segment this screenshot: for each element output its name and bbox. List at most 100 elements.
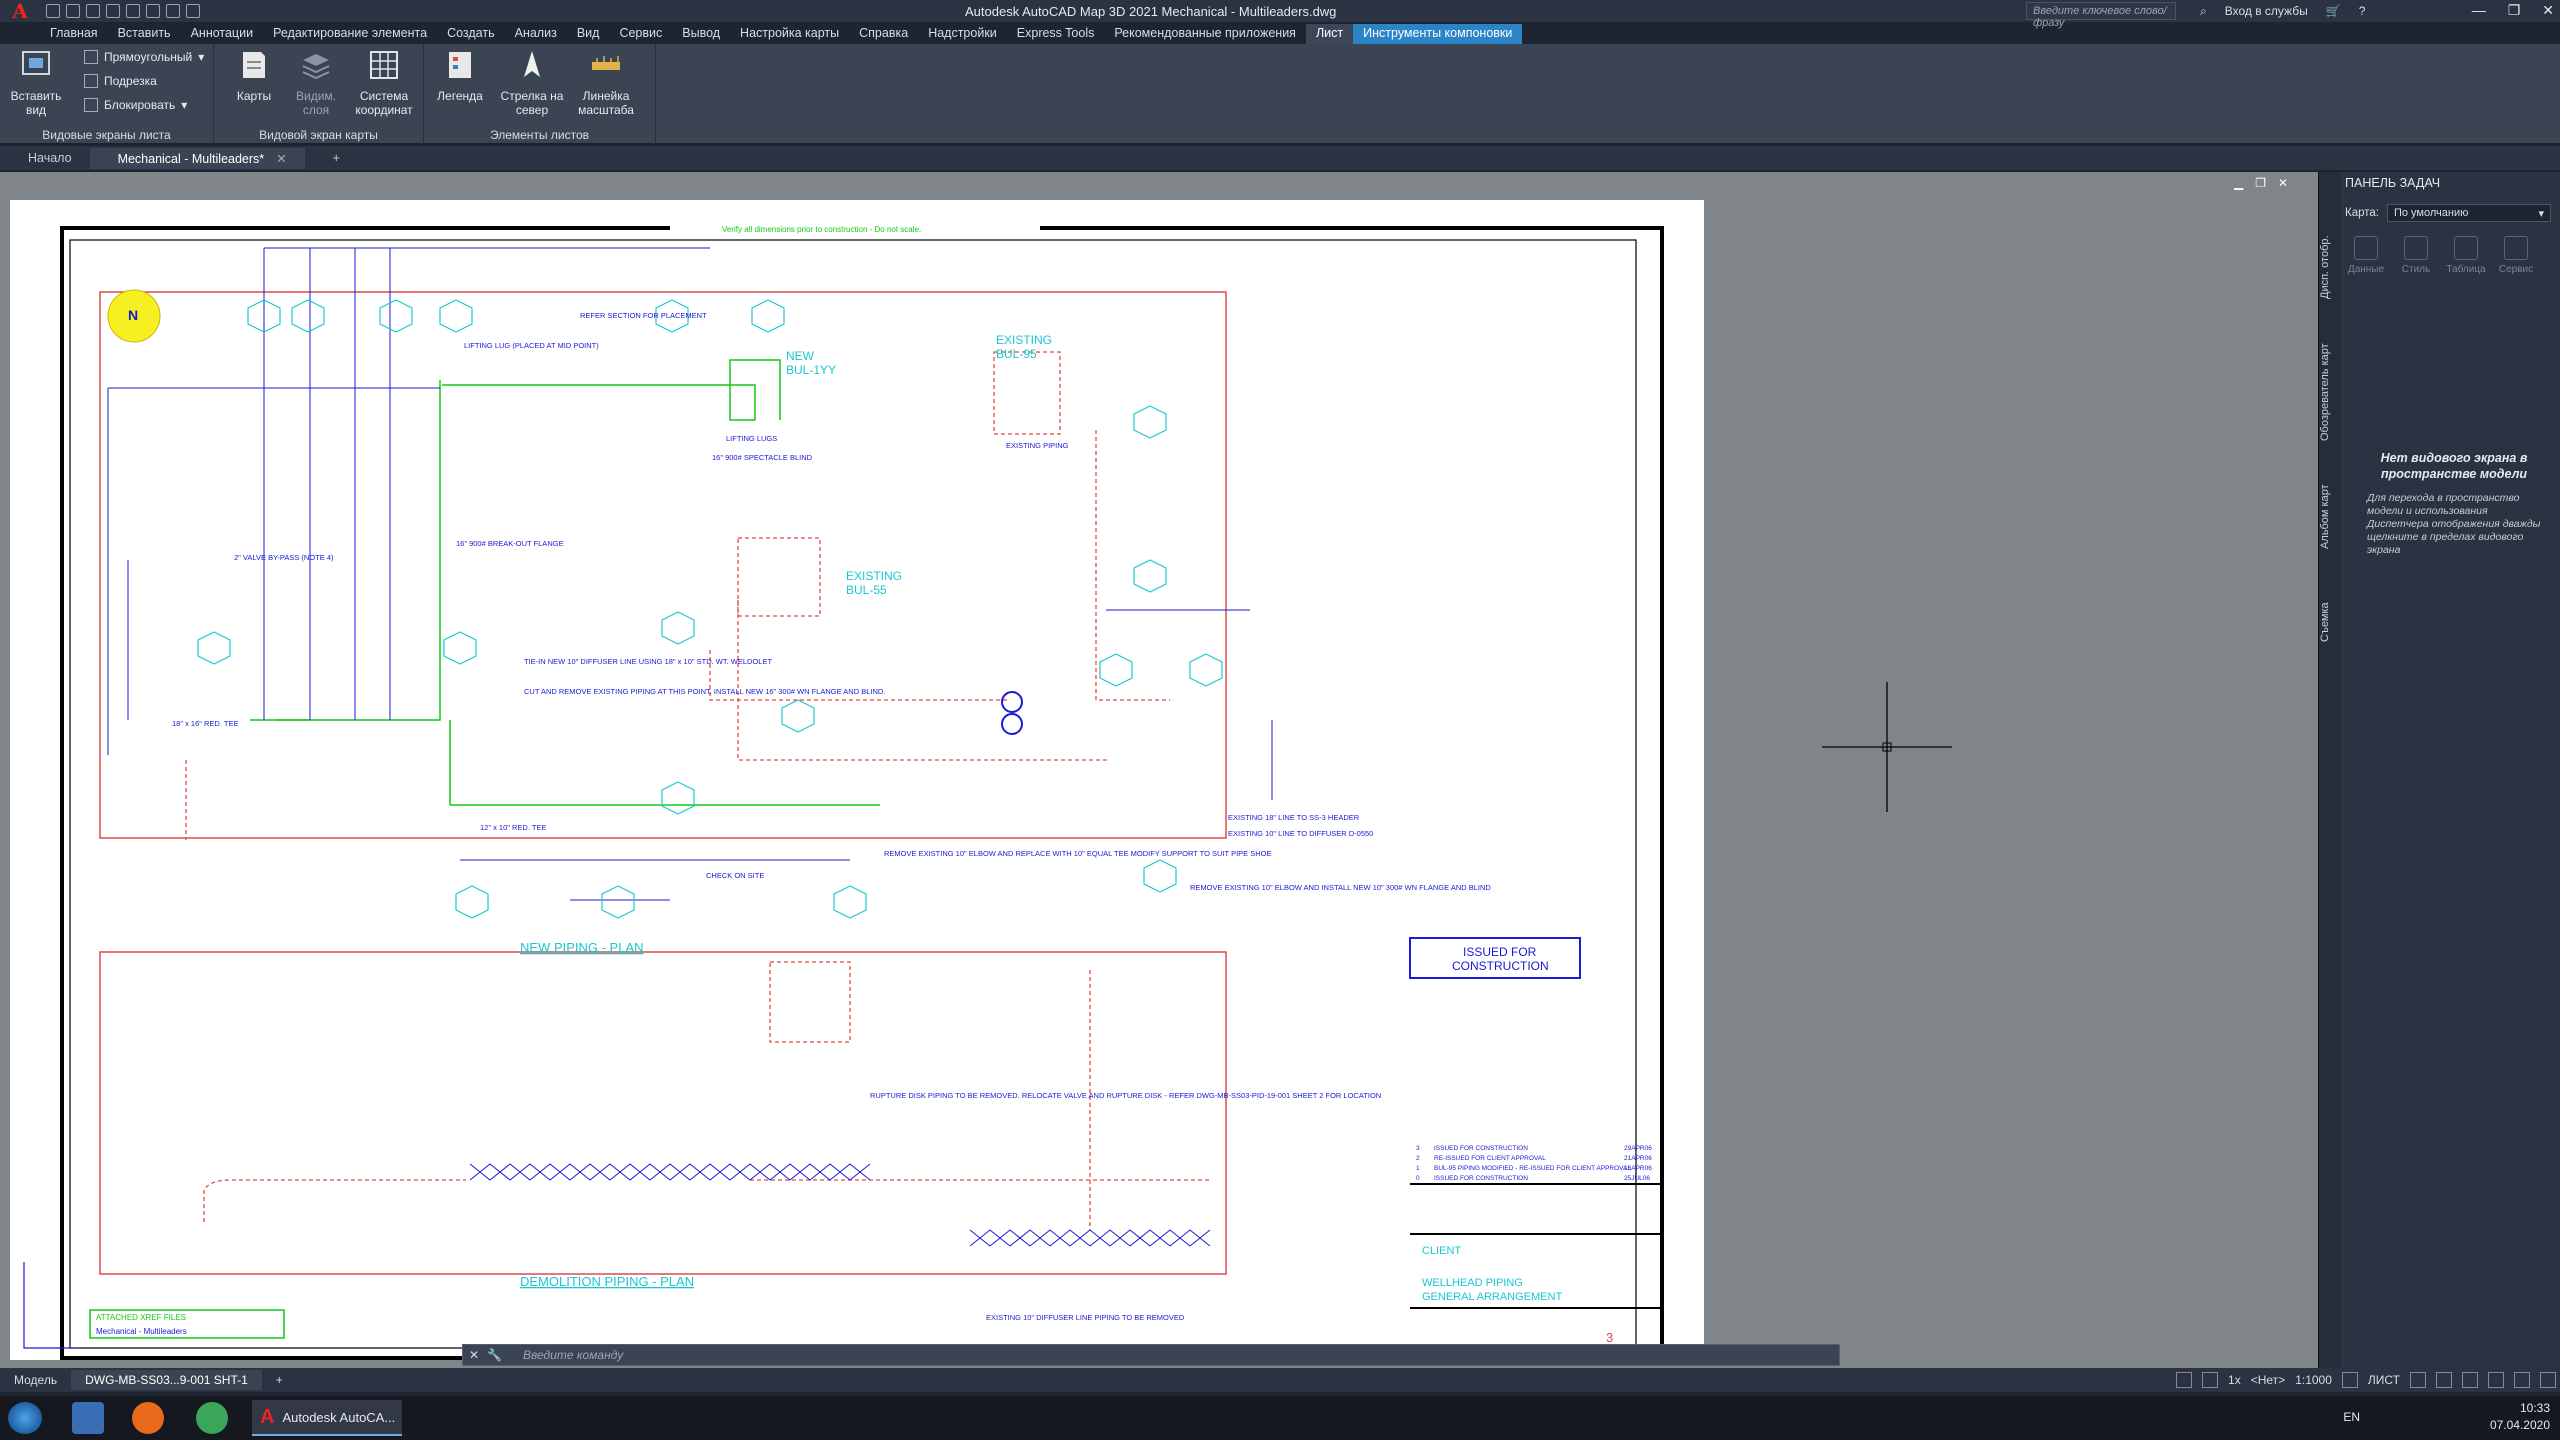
ortho-icon[interactable] <box>2410 1372 2426 1388</box>
menu-icon[interactable] <box>2540 1372 2556 1388</box>
minimize-button[interactable]: — <box>2471 2 2486 18</box>
tab-feature-edit[interactable]: Редактирование элемента <box>273 26 428 40</box>
lock-button[interactable]: Блокировать ▾ <box>84 98 187 112</box>
tab-help[interactable]: Справка <box>859 26 909 40</box>
vp-restore-icon[interactable]: ❐ <box>2255 176 2266 190</box>
tab-annotate[interactable]: Аннотации <box>190 26 254 40</box>
isolate-icon[interactable] <box>2488 1372 2504 1388</box>
tab-output[interactable]: Вывод <box>682 26 721 40</box>
search-input[interactable]: Введите ключевое слово/фразу <box>2026 2 2176 29</box>
demolition-hatch <box>469 1163 1211 1247</box>
ribbon-group-label: Элементы листов <box>489 128 590 142</box>
tab-start[interactable]: Начало <box>28 151 72 165</box>
customize-cmd-icon[interactable]: 🔧 <box>487 1348 503 1362</box>
taskbar-autocad[interactable]: A Autodesk AutoCA... <box>252 1400 402 1436</box>
new-icon[interactable] <box>46 4 60 18</box>
tab-express-tools[interactable]: Express Tools <box>1016 26 1095 40</box>
annotation-scale[interactable]: 1x <box>2228 1373 2241 1387</box>
layer-visibility-button[interactable]: Видим. слоя <box>284 48 348 117</box>
tab-addins[interactable]: Надстройки <box>928 26 997 40</box>
tab-home[interactable]: Главная <box>50 26 98 40</box>
task-panel-message: Нет видового экрана в пространстве модел… <box>2367 451 2541 556</box>
style-tool[interactable]: Стиль <box>2395 236 2437 275</box>
top-note: Verify all dimensions prior to construct… <box>722 225 921 234</box>
vp-close-icon[interactable]: ✕ <box>2278 176 2289 190</box>
polar-icon[interactable] <box>2436 1372 2452 1388</box>
save-icon[interactable] <box>86 4 100 18</box>
lock-viewport-icon[interactable] <box>2341 1372 2358 1388</box>
rectangular-viewport-button[interactable]: Прямоугольный ▾ <box>84 50 204 64</box>
tab-layout-sheet[interactable]: DWG-MB-SS03...9-001 SHT-1 <box>71 1370 262 1390</box>
svg-text:2: 2 <box>1416 1155 1420 1162</box>
paper-space-toggle[interactable]: ЛИСТ <box>2367 1373 2400 1387</box>
firefox-icon[interactable] <box>132 1402 164 1434</box>
workspace-selector[interactable]: <Нет> <box>2250 1373 2286 1387</box>
system-clock[interactable]: 10:33 07.04.2020 <box>2489 1401 2550 1432</box>
insert-view-button[interactable]: Вставить вид <box>4 48 68 117</box>
svg-text:3: 3 <box>1416 1145 1420 1152</box>
search-icon[interactable]: ⌕ <box>2200 4 2207 18</box>
north-arrow-button[interactable]: Стрелка на север <box>500 48 564 117</box>
close-cmd-icon[interactable]: ✕ <box>469 1348 480 1362</box>
tab-analyze[interactable]: Анализ <box>514 26 557 40</box>
print-icon[interactable] <box>146 4 160 18</box>
svg-text:ISSUED FOR CONSTRUCTION: ISSUED FOR CONSTRUCTION <box>1434 1175 1528 1182</box>
clip-button[interactable]: Подрезка <box>84 74 157 88</box>
viewport-scale[interactable]: 1:1000 <box>2295 1373 2332 1387</box>
save-as-icon[interactable] <box>106 4 120 18</box>
service-tool[interactable]: Сервис <box>2495 236 2537 275</box>
tab-map-setup[interactable]: Настройка карты <box>740 26 840 40</box>
table-tool[interactable]: Таблица <box>2445 236 2487 275</box>
cart-icon[interactable]: 🛒 <box>2325 4 2341 18</box>
tab-model[interactable]: Модель <box>14 1373 58 1387</box>
plot-icon[interactable] <box>126 4 140 18</box>
tab-create[interactable]: Создать <box>447 26 495 40</box>
layout-paper[interactable]: Verify all dimensions prior to construct… <box>10 200 1704 1360</box>
tab-view[interactable]: Вид <box>576 26 600 40</box>
snap-toggle-icon[interactable] <box>2202 1372 2219 1388</box>
new-tab-button[interactable]: + <box>332 151 340 165</box>
signin-button[interactable]: Вход в службы <box>2224 4 2308 18</box>
restore-button[interactable]: ❐ <box>2507 2 2521 18</box>
side-tab-map-book[interactable]: Альбом карт <box>2319 484 2331 550</box>
maps-button[interactable]: Карты <box>222 48 286 103</box>
tab-layout[interactable]: Лист <box>1305 24 1354 44</box>
ribbon-tab-bar: Главная Вставить Аннотации Редактировани… <box>40 24 1523 44</box>
side-tab-explorer[interactable]: Обозреватель карт <box>2319 343 2331 441</box>
help-icon[interactable]: ? <box>2358 4 2366 18</box>
tab-featured-apps[interactable]: Рекомендованные приложения <box>1114 26 1296 40</box>
drawing-workspace[interactable]: ▁ ❐ ✕ Verify all dimensions prior to con… <box>0 172 2318 1368</box>
command-input[interactable]: Введите команду <box>523 1348 624 1362</box>
data-tool[interactable]: Данные <box>2345 236 2387 275</box>
command-line[interactable]: ✕ 🔧 Введите команду <box>462 1344 1840 1366</box>
vp-minimize-icon[interactable]: ▁ <box>2234 176 2244 190</box>
explorer-icon[interactable] <box>72 1402 104 1434</box>
gear-icon[interactable] <box>2514 1372 2530 1388</box>
coordinate-system-button[interactable]: Система координат <box>352 48 416 117</box>
tab-layout-tools[interactable]: Инструменты компоновки <box>1353 24 1523 44</box>
app-logo-icon[interactable]: A <box>12 0 28 23</box>
crosshair-cursor <box>1822 682 1952 812</box>
add-layout-button[interactable]: + <box>275 1373 283 1387</box>
tab-insert[interactable]: Вставить <box>117 26 171 40</box>
tab-tools[interactable]: Сервис <box>619 26 663 40</box>
scale-bar-button[interactable]: Линейка масштаба <box>574 48 638 117</box>
close-button[interactable]: ✕ <box>2542 2 2554 18</box>
language-indicator[interactable]: EN <box>2343 1410 2360 1424</box>
tab-drawing[interactable]: Mechanical - Multileaders*✕ <box>89 147 305 169</box>
close-tab-icon[interactable]: ✕ <box>276 151 287 166</box>
open-icon[interactable] <box>66 4 80 18</box>
grid-toggle-icon[interactable] <box>2176 1372 2193 1388</box>
osnap-icon[interactable] <box>2462 1372 2478 1388</box>
document-tab-bar: Начало Mechanical - Multileaders*✕ + <box>0 146 2560 170</box>
side-tab-survey[interactable]: Съемка <box>2319 602 2331 642</box>
svg-text:N: N <box>128 307 138 323</box>
redo-icon[interactable] <box>186 4 200 18</box>
autocad-icon: A <box>260 1405 275 1428</box>
side-tab-display[interactable]: Дисп. отобр. <box>2319 235 2331 299</box>
start-button-icon[interactable] <box>8 1402 42 1434</box>
legend-button[interactable]: Легенда <box>428 48 492 103</box>
undo-icon[interactable] <box>166 4 180 18</box>
chrome-icon[interactable] <box>196 1402 228 1434</box>
map-select[interactable]: По умолчанию▾ <box>2386 204 2551 222</box>
